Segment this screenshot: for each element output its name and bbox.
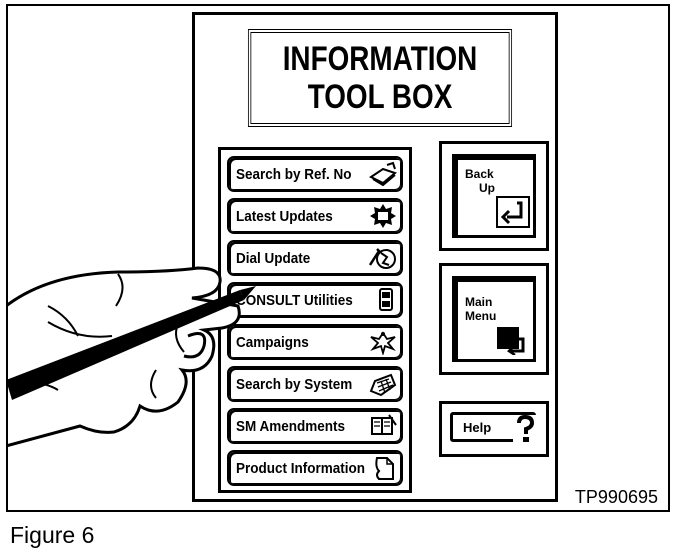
page-title: INFORMATION TOOL BOX — [247, 29, 513, 127]
main-menu-icon — [497, 327, 525, 355]
pages-icon — [371, 414, 397, 435]
menu-item-label: CONSULT Utilities — [236, 291, 353, 309]
help-label: Help — [463, 419, 492, 435]
car-icon — [369, 373, 397, 397]
badge-icon — [370, 204, 396, 228]
document-icon — [375, 457, 394, 480]
tool-box-panel: INFORMATION TOOL BOX Search by Ref. No L… — [192, 12, 558, 502]
eagle-icon — [370, 331, 396, 355]
main-menu-frame: Main Menu — [439, 263, 549, 375]
back-label-line-2: Up — [479, 181, 495, 195]
product-information-button[interactable]: Product Information — [227, 450, 403, 486]
menu-item-label: Search by System — [236, 375, 353, 393]
device-icon — [379, 288, 393, 311]
back-up-label: Back Up — [465, 167, 495, 195]
menu-list: Search by Ref. No Latest Updates Dial Up… — [218, 147, 412, 493]
book-icon — [369, 161, 397, 187]
main-menu-label: Main Menu — [465, 295, 496, 323]
menu-item-label: Dial Update — [236, 249, 311, 267]
menu-item-label: Product Information — [236, 459, 365, 477]
title-line-2: TOOL BOX — [307, 78, 453, 116]
back-up-frame: Back Up — [439, 141, 549, 251]
menu-item-label: Latest Updates — [236, 207, 333, 225]
campaigns-button[interactable]: Campaigns — [227, 324, 403, 360]
menu-item-label: Search by Ref. No — [236, 165, 352, 183]
consult-utilities-button[interactable]: CONSULT Utilities — [227, 282, 403, 318]
search-by-ref-button[interactable]: Search by Ref. No — [227, 156, 403, 192]
figure-caption: Figure 6 — [10, 522, 95, 548]
menu-item-label: SM Amendments — [236, 417, 346, 435]
main-menu-button[interactable]: Main Menu — [452, 276, 536, 362]
search-by-system-button[interactable]: Search by System — [227, 366, 403, 402]
title-line-1: INFORMATION — [282, 40, 478, 78]
dial-update-button[interactable]: Dial Update — [227, 240, 403, 276]
back-arrow-icon — [496, 196, 530, 228]
back-up-button[interactable]: Back Up — [452, 154, 536, 238]
figure-frame: INFORMATION TOOL BOX Search by Ref. No L… — [6, 4, 670, 512]
sm-amendments-button[interactable]: SM Amendments — [227, 408, 403, 444]
help-frame: Help — [439, 401, 549, 457]
question-icon — [513, 414, 537, 443]
main-label-line-1: Main — [465, 295, 493, 309]
globe-icon — [369, 248, 396, 269]
figure-code: TP990695 — [574, 487, 658, 507]
latest-updates-button[interactable]: Latest Updates — [227, 198, 403, 234]
main-label-line-2: Menu — [465, 309, 497, 323]
menu-item-label: Campaigns — [236, 333, 309, 351]
back-label-line-1: Back — [465, 167, 494, 181]
